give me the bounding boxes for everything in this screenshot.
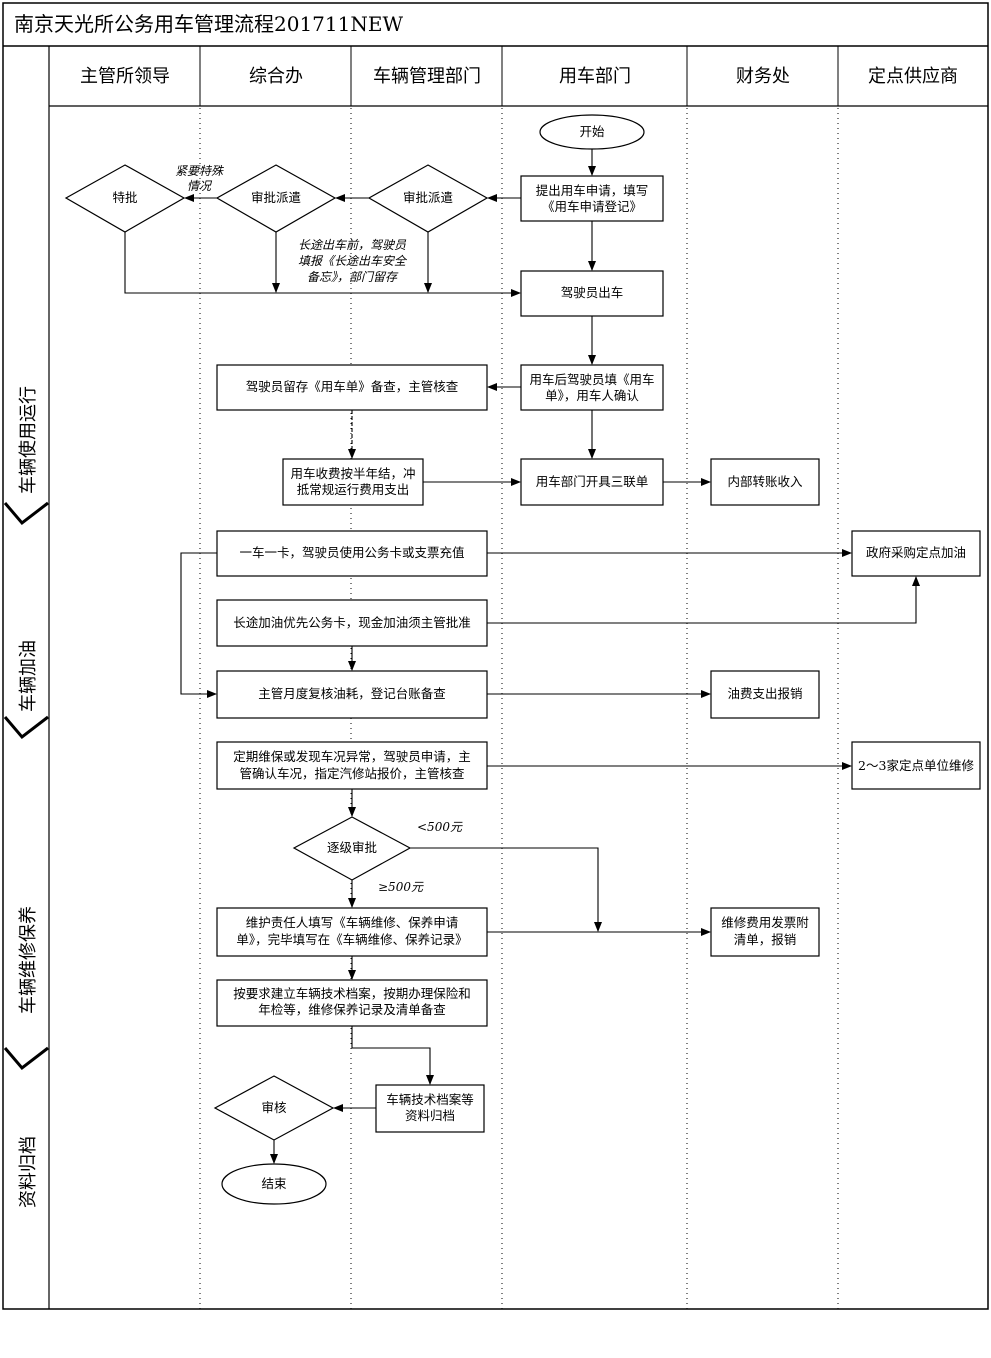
- maintenance-request-line1: 定期维保或发现车况异常，驾驶员申请，主: [233, 749, 471, 764]
- under-500-label: <500元: [417, 820, 463, 834]
- urgent-note-line2: 情况: [187, 179, 213, 193]
- diagram-title: 南京天光所公务用车管理流程201711NEW: [14, 12, 403, 36]
- apply-box-line1: 提出用车申请，填写: [536, 183, 649, 198]
- fuel-reimburse-box: 油费支出报销: [727, 686, 802, 701]
- office-approve-diamond: 审批派遣: [251, 190, 301, 205]
- lane-header-vehicle-dept: 车辆管理部门: [373, 66, 481, 87]
- special-approval-diamond: 特批: [112, 190, 137, 205]
- lane-header-supplier: 定点供应商: [868, 66, 958, 87]
- triple-receipt-box: 用车部门开具三联单: [536, 474, 649, 489]
- lane-header-user-dept: 用车部门: [559, 66, 631, 87]
- after-use-box-line1: 用车后驾驶员填《用车: [529, 372, 654, 387]
- monthly-review-box: 主管月度复核油耗，登记台账备查: [258, 686, 446, 701]
- long-trip-note-line2: 填报《长途出车安全: [298, 254, 408, 268]
- fee-box-line1: 用车收费按半年结，冲: [290, 466, 415, 481]
- fee-box-line2: 抵常规运行费用支出: [297, 482, 410, 497]
- one-card-box: 一车一卡，驾驶员使用公务卡或支票充值: [239, 545, 464, 560]
- lane-header-finance: 财务处: [736, 66, 790, 87]
- internal-transfer-box: 内部转账收入: [727, 474, 803, 489]
- apply-box-line2: 《用车申请登记》: [542, 199, 642, 214]
- gov-fuel-box: 政府采购定点加油: [866, 545, 966, 560]
- maintenance-request-line2: 管确认车况，指定汽修站报价，主管核查: [239, 766, 465, 781]
- urgent-note-line1: 紧要特殊: [175, 164, 224, 178]
- end-node: 结束: [261, 1176, 287, 1191]
- driver-depart-box: 驾驶员出车: [561, 285, 624, 300]
- repair-units-box: 2～3家定点单位维修: [858, 758, 974, 773]
- archive-box-line2: 资料归档: [405, 1108, 455, 1123]
- after-use-box-line2: 单》，用车人确认: [545, 388, 639, 403]
- long-trip-note-line3: 备忘》，部门留存: [307, 270, 399, 284]
- phase-label-refueling: 车辆加油: [18, 640, 39, 712]
- long-trip-note-line1: 长途出车前，驾驶员: [298, 238, 407, 252]
- level-approval-diamond: 逐级审批: [327, 840, 377, 855]
- outer-frame: [2, 2, 989, 1310]
- phase-label-vehicle-operation: 车辆使用运行: [18, 386, 39, 494]
- maintenance-form-line2: 单》，完毕填写在《车辆维修、保养记录》: [236, 932, 467, 947]
- phase-label-maintenance: 车辆维修保养: [18, 906, 39, 1014]
- start-node: 开始: [579, 124, 605, 139]
- repair-reimburse-line1: 维修费用发票附: [721, 915, 809, 930]
- phase-label-archiving: 资料归档: [18, 1136, 39, 1208]
- vehicle-dept-approve-diamond: 审批派遣: [403, 190, 453, 205]
- over-500-label: ≥500元: [378, 880, 424, 894]
- tech-file-line1: 按要求建立车辆技术档案，按期办理保险和: [233, 986, 471, 1001]
- long-trip-fuel-box: 长途加油优先公务卡，现金加油须主管批准: [233, 615, 471, 630]
- maintenance-form-line1: 维护责任人填写《车辆维修、保养申请: [246, 915, 459, 930]
- repair-reimburse-line2: 清单，报销: [734, 932, 797, 947]
- keep-record-box: 驾驶员留存《用车单》备查，主管核查: [246, 379, 459, 394]
- archive-box-line1: 车辆技术档案等: [386, 1092, 474, 1107]
- lane-header-general-office: 综合办: [249, 66, 303, 87]
- tech-file-line2: 年检等，维修保养记录及清单备查: [258, 1002, 446, 1017]
- lane-header-leader: 主管所领导: [80, 66, 170, 87]
- audit-diamond: 审核: [261, 1100, 287, 1115]
